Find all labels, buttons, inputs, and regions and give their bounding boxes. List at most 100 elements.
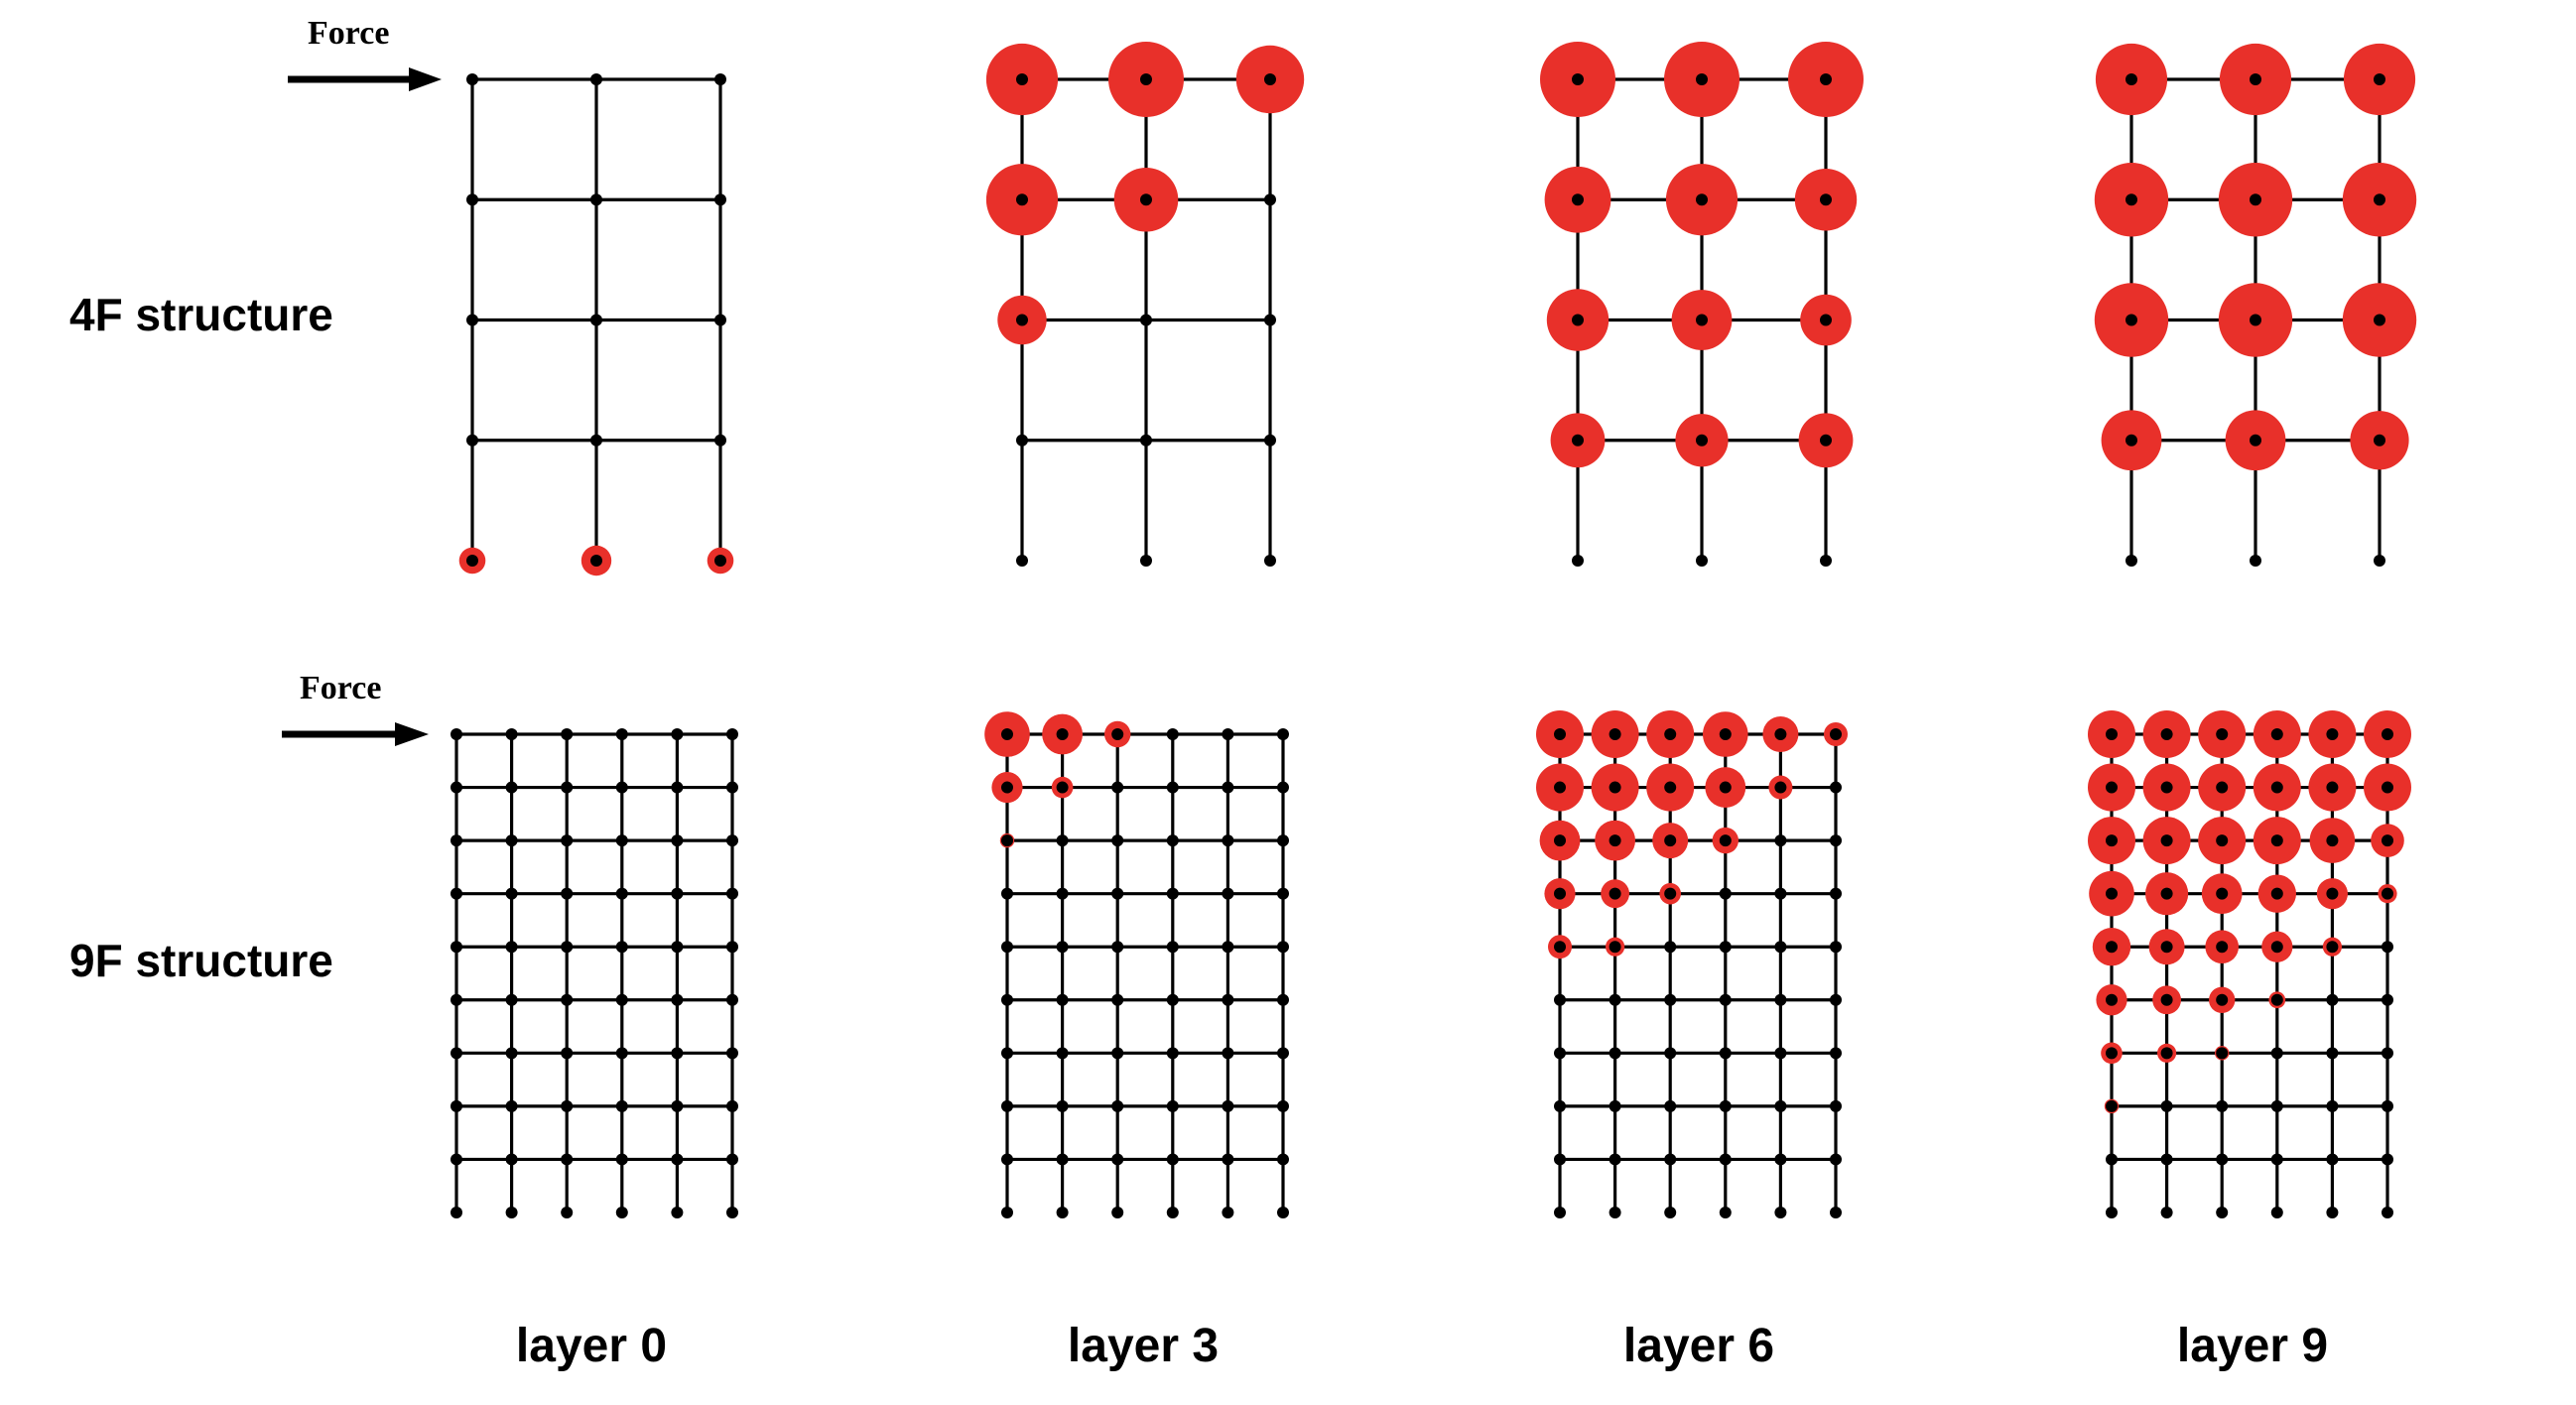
frame-node	[1719, 941, 1732, 954]
frame-node	[1166, 1153, 1179, 1166]
frame-node	[1719, 1207, 1732, 1218]
frame-node	[2326, 993, 2339, 1006]
frame-node	[2374, 314, 2385, 326]
frame-node	[1056, 887, 1069, 900]
frame-node	[1820, 555, 1832, 567]
frame-node	[1664, 781, 1677, 794]
frame-node	[1222, 728, 1234, 740]
frame-node	[2160, 781, 2173, 794]
frame-node	[671, 1207, 684, 1218]
frame-node	[590, 193, 602, 206]
frame-node	[2382, 1099, 2393, 1112]
frame-node	[451, 941, 462, 954]
frame-panel-r0-p0	[458, 73, 734, 576]
frame-node	[2106, 1099, 2118, 1112]
frame-node	[1719, 887, 1732, 900]
frame-node	[1222, 1047, 1234, 1060]
frame-node	[1572, 314, 1584, 326]
frame-node	[1696, 314, 1708, 326]
frame-node	[1166, 781, 1179, 794]
frame-node	[726, 941, 738, 954]
frame-node	[726, 887, 738, 900]
frame-node	[1696, 555, 1708, 567]
frame-node	[1572, 193, 1584, 206]
frame-node	[1111, 728, 1124, 740]
frame-node	[1222, 993, 1234, 1006]
frame-node	[1774, 834, 1787, 847]
frame-node	[1820, 434, 1832, 447]
frame-node	[1719, 1153, 1732, 1166]
frame-node	[2374, 555, 2385, 567]
frame-node	[1016, 193, 1028, 206]
frame-node	[2125, 314, 2137, 326]
frame-node	[1830, 1207, 1842, 1218]
frame-node	[2216, 1099, 2229, 1112]
frame-node	[1140, 555, 1152, 567]
frame-node	[590, 314, 602, 326]
frame-node	[1830, 941, 1842, 954]
frame-node	[505, 887, 518, 900]
frame-node	[2382, 834, 2393, 847]
frame-node	[1719, 728, 1732, 740]
frame-node	[1664, 1099, 1677, 1112]
frame-node	[671, 834, 684, 847]
frame-node	[451, 1207, 462, 1218]
frame-node	[1277, 1207, 1289, 1218]
frame-node	[561, 1207, 574, 1218]
frame-node	[2106, 781, 2118, 794]
frame-node	[1111, 887, 1124, 900]
frame-panel-r1-p1	[984, 711, 1289, 1218]
frame-node	[714, 555, 726, 567]
frame-node	[2160, 1047, 2173, 1060]
frame-node	[2270, 1153, 2283, 1166]
frame-node	[1056, 728, 1069, 740]
frame-node	[1830, 728, 1842, 740]
frame-node	[2326, 1047, 2339, 1060]
frame-node	[2270, 993, 2283, 1006]
frame-node	[1222, 887, 1234, 900]
frame-node	[1166, 993, 1179, 1006]
frame-node	[1111, 1207, 1124, 1218]
frame-node	[615, 993, 628, 1006]
col-label-layer-3: layer 3	[1068, 1320, 1219, 1372]
frame-node	[1222, 834, 1234, 847]
frame-node	[2106, 834, 2118, 847]
frame-node	[671, 1099, 684, 1112]
frame-node	[1277, 1153, 1289, 1166]
frame-node	[1554, 887, 1566, 900]
frame-panel-r0-p1	[985, 42, 1305, 567]
frame-node	[1554, 941, 1566, 954]
frame-node	[1111, 1047, 1124, 1060]
frame-node	[1664, 993, 1677, 1006]
frame-node	[1609, 834, 1621, 847]
frame-node	[1554, 728, 1566, 740]
frame-node	[1222, 1099, 1234, 1112]
frame-node	[561, 834, 574, 847]
frame-node	[451, 887, 462, 900]
frame-node	[671, 1047, 684, 1060]
frame-node	[1554, 1099, 1566, 1112]
frame-node	[2160, 1153, 2173, 1166]
frame-node	[1830, 1047, 1842, 1060]
frame-node	[1140, 73, 1152, 85]
frame-node	[1056, 993, 1069, 1006]
frame-node	[1166, 1099, 1179, 1112]
frame-node	[1001, 834, 1013, 847]
frame-node	[1609, 1207, 1621, 1218]
frame-node	[1016, 555, 1028, 567]
frames-group	[451, 42, 2417, 1218]
frame-node	[1774, 1207, 1787, 1218]
frame-node	[615, 781, 628, 794]
frame-node	[590, 555, 602, 567]
frame-node	[2160, 1207, 2173, 1218]
frame-node	[1696, 193, 1708, 206]
frame-node	[451, 993, 462, 1006]
col-label-layer-0: layer 0	[516, 1320, 667, 1372]
frame-node	[1264, 73, 1276, 85]
frame-node	[1056, 781, 1069, 794]
frame-node	[561, 781, 574, 794]
frame-node	[1222, 1153, 1234, 1166]
frame-node	[1774, 781, 1787, 794]
frame-node	[1056, 1153, 1069, 1166]
frame-node	[1774, 1047, 1787, 1060]
